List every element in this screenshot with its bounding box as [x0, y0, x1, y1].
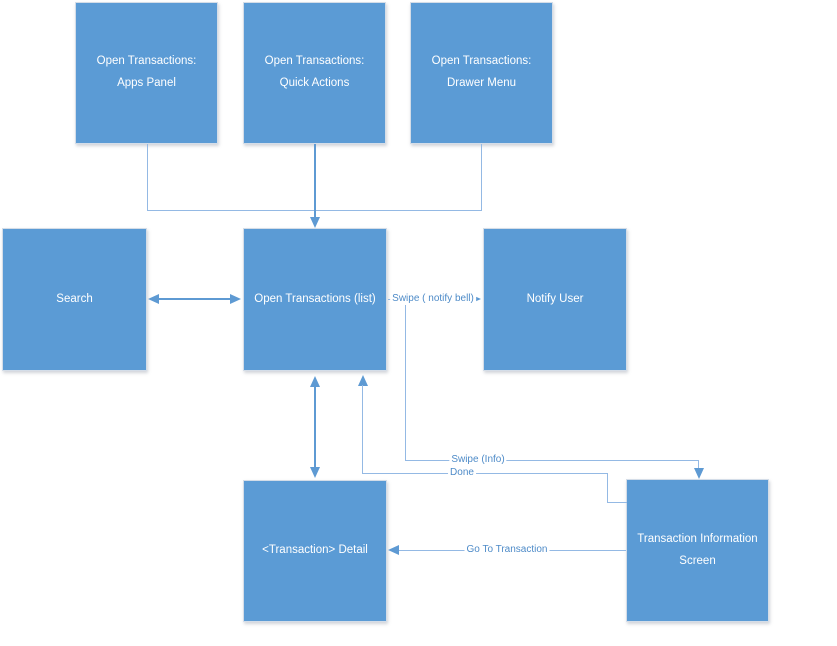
node-search: Search: [2, 228, 147, 371]
node-transaction-detail: <Transaction> Detail: [243, 480, 387, 622]
arrowhead-into-detail-top-icon: [310, 467, 320, 478]
connector-list-detail: [314, 385, 316, 468]
connector-search-list: [158, 298, 231, 300]
connector-drawer-menu-down: [481, 144, 482, 211]
node-open-transactions-drawer-menu: Open Transactions: Drawer Menu: [410, 2, 553, 144]
connector-done-vertical: [362, 385, 363, 473]
node-notify-user: Notify User: [483, 228, 627, 371]
node-label-line: Open Transactions:: [431, 55, 532, 68]
node-label: Notify User: [526, 292, 584, 305]
node-label-line: Transaction Information: [637, 532, 758, 545]
connector-quick-actions-down: [314, 144, 316, 217]
connector-done-drop: [607, 473, 608, 503]
node-label-line: Open Transactions:: [96, 55, 197, 68]
connector-swipe-info-horizontal: [405, 460, 699, 461]
node-open-transactions-apps-panel: Open Transactions: Apps Panel: [75, 2, 218, 144]
node-label-line: Apps Panel: [117, 77, 176, 89]
arrowhead-into-info-screen-icon: [694, 468, 704, 479]
node-label: Open Transactions (list): [254, 292, 376, 305]
arrowhead-into-detail-right-icon: [388, 545, 399, 555]
arrowhead-into-list-top-icon: [310, 217, 320, 228]
node-label-line: Drawer Menu: [446, 77, 517, 89]
node-label: <Transaction> Detail: [262, 544, 368, 557]
edge-label-done: Done: [448, 467, 476, 479]
connector-done-into-info-screen: [607, 502, 627, 503]
node-label-line: Screen: [679, 554, 716, 567]
arrowhead-to-search-icon: [148, 294, 159, 304]
arrowhead-to-list-icon: [230, 294, 241, 304]
connector-apps-panel-down: [147, 144, 148, 210]
node-label-line: Open Transactions:: [264, 55, 365, 68]
arrowhead-to-notify-user-icon: [472, 295, 481, 303]
node-transaction-information-screen: Transaction Information Screen: [626, 479, 769, 622]
connector-done-horizontal: [362, 473, 608, 474]
node-label-line: Quick Actions: [279, 77, 350, 89]
node-open-transactions-quick-actions: Open Transactions: Quick Actions: [243, 2, 386, 144]
node-label: Search: [56, 292, 93, 305]
arrowhead-into-list-bottom-icon: [310, 376, 320, 387]
edge-label-go-to-transaction: Go To Transaction: [464, 544, 550, 556]
connector-swipe-info-vertical: [405, 300, 406, 460]
arrowhead-done-into-list-icon: [358, 375, 368, 386]
connector-swipe-info-drop: [698, 460, 699, 469]
node-open-transactions-list: Open Transactions (list): [243, 228, 387, 371]
edge-label-swipe-info: Swipe (Info): [449, 454, 507, 466]
edge-label-swipe-notify-bell: Swipe ( notify bell): [390, 293, 476, 305]
